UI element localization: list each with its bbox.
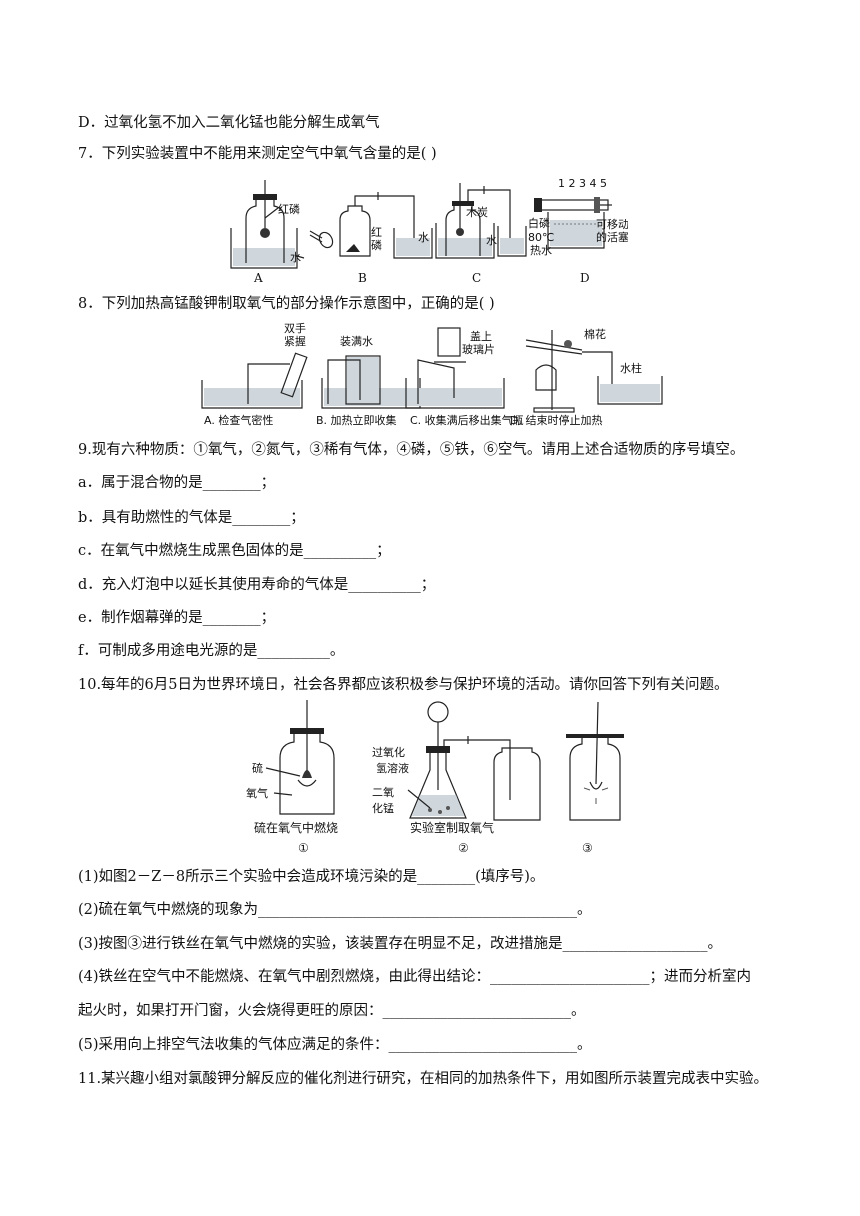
question-10-2: (2)硫在氧气中燃烧的现象为__________________________… xyxy=(78,902,592,918)
option-a-airtightness: 双手 紧握 A. 检查气密性 xyxy=(201,321,308,427)
apparatus-d: 1 2 3 4 5 白磷 80℃ 热水 可移动 的活塞 D xyxy=(528,178,628,285)
caption-oxygen-prep: 实验室制取氧气 xyxy=(410,820,494,835)
letter-d: D xyxy=(580,271,590,285)
option-c-remove: 盖上 玻璃片 C. 收集满后移出集气瓶 xyxy=(405,327,524,427)
label-cotton: 棉花 xyxy=(584,327,606,341)
letter-c: C xyxy=(472,271,481,285)
letter-a: A xyxy=(253,271,263,285)
question-9a: a．属于混合物的是________； xyxy=(78,475,276,491)
label-temp-d: 80℃ xyxy=(528,231,554,244)
label-mno2-1: 二氧 xyxy=(372,785,394,799)
figure-q10: 硫 氧气 硫在氧气中燃烧 ① 过氧化 氢溶液 二氧 化锰 实验室制取氧气 ② xyxy=(240,700,640,860)
question-10-5: (5)采用向上排空气法收集的气体应满足的条件：_________________… xyxy=(78,1037,592,1053)
label-oxygen: 氧气 xyxy=(246,786,268,800)
question-9d: d．充入灯泡中以延长其使用寿命的气体是__________； xyxy=(78,577,436,593)
label-red-b1: 红 xyxy=(371,226,382,239)
label-red-b2: 磷 xyxy=(371,239,382,252)
label-water-a: 水 xyxy=(290,251,301,264)
question-10-4a: (4)铁丝在空气中不能燃烧、在氧气中剧烈燃烧，由此得出结论：__________… xyxy=(78,969,752,985)
label-hot-water-d: 热水 xyxy=(530,244,552,257)
label-mno2-2: 化锰 xyxy=(372,801,394,815)
label-hands-2: 紧握 xyxy=(284,334,306,348)
number-1: ① xyxy=(298,841,309,855)
question-10-4b: 起火时，如果打开门窗，火会烧得更旺的原因：___________________… xyxy=(78,1003,586,1019)
label-cover-1: 盖上 xyxy=(470,329,492,343)
label-water-b: 水 xyxy=(418,231,429,244)
label-charcoal-c: 木炭 xyxy=(466,206,488,219)
letter-b: B xyxy=(358,271,367,285)
question-8: 8．下列加热高锰酸钾制取氧气的部分操作示意图中，正确的是( ) xyxy=(78,296,495,312)
number-3: ③ xyxy=(582,841,593,855)
question-9c: c．在氧气中燃烧生成黑色固体的是__________； xyxy=(78,543,391,559)
label-water-c: 水 xyxy=(486,234,497,247)
label-piston-d2: 的活塞 xyxy=(596,230,628,244)
label-h2o2-1: 过氧化 xyxy=(372,745,405,759)
apparatus-c: 木炭 水 C xyxy=(435,183,527,285)
option-b-collect: 装满水 B. 加热立即收集 xyxy=(316,335,421,427)
question-9: 9.现有六种物质：①氧气，②氮气，③稀有气体，④磷，⑤铁，⑥空气。请用上述合适物… xyxy=(78,442,745,458)
apparatus-a: 红磷 水 A xyxy=(230,180,305,285)
question-9f: f．可制成多用途电光源的是__________。 xyxy=(78,643,345,659)
option-d-line: D．过氧化氢不加入二氧化锰也能分解生成氧气 xyxy=(78,115,380,131)
figure-q7: 红磷 水 A 红 磷 水 B 木炭 水 C 1 2 3 4 5 xyxy=(228,178,628,288)
number-2: ② xyxy=(458,841,469,855)
caption-b: B. 加热立即收集 xyxy=(316,413,397,427)
label-sulfur: 硫 xyxy=(252,761,263,775)
label-red-phosphorus-a: 红磷 xyxy=(278,203,300,216)
question-7: 7．下列实验装置中不能用来测定空气中氧气含量的是( ) xyxy=(78,146,437,162)
figure-q8: 双手 紧握 A. 检查气密性 装满水 B. 加热立即收集 盖上 玻璃片 C. 收… xyxy=(200,320,670,430)
label-piston-d1: 可移动 xyxy=(596,218,628,231)
label-hands-1: 双手 xyxy=(284,321,306,335)
apparatus-iron: ③ xyxy=(566,701,624,855)
caption-sulfur: 硫在氧气中燃烧 xyxy=(254,820,338,835)
apparatus-oxygen-prep: 过氧化 氢溶液 二氧 化锰 实验室制取氧气 ② xyxy=(372,701,541,855)
question-9e: e．制作烟幕弹的是________； xyxy=(78,610,276,626)
question-9b: b．具有助燃性的气体是________； xyxy=(78,510,305,526)
label-fill-water: 装满水 xyxy=(340,335,373,348)
option-d-stop-heating: 棉花 水柱 D. 结束时停止加热 xyxy=(510,327,663,427)
caption-c: C. 收集满后移出集气瓶 xyxy=(410,413,524,427)
apparatus-sulfur: 硫 氧气 硫在氧气中燃烧 ① xyxy=(246,700,338,855)
question-10-1: (1)如图2－Z－8所示三个实验中会造成环境污染的是________(填序号)。 xyxy=(78,869,545,885)
apparatus-b: 红 磷 水 B xyxy=(309,192,433,285)
label-h2o2-2: 氢溶液 xyxy=(376,761,409,775)
question-11: 11.某兴趣小组对氯酸钾分解反应的催化剂进行研究，在相同的加热条件下，用如图所示… xyxy=(78,1071,769,1087)
question-10-3: (3)按图③进行铁丝在氧气中燃烧的实验，该装置存在明显不足，改进措施是_____… xyxy=(78,936,723,952)
caption-d: D. 结束时停止加热 xyxy=(510,413,602,427)
caption-a: A. 检查气密性 xyxy=(204,413,273,427)
question-10: 10.每年的6月5日为世界环境日，社会各界都应该积极参与保护环境的活动。请你回答… xyxy=(78,677,729,693)
label-water-column: 水柱 xyxy=(620,361,642,375)
label-white-phosphorus-d: 白磷 xyxy=(528,216,550,230)
label-scale-d: 1 2 3 4 5 xyxy=(558,178,607,190)
label-cover-2: 玻璃片 xyxy=(462,342,495,356)
